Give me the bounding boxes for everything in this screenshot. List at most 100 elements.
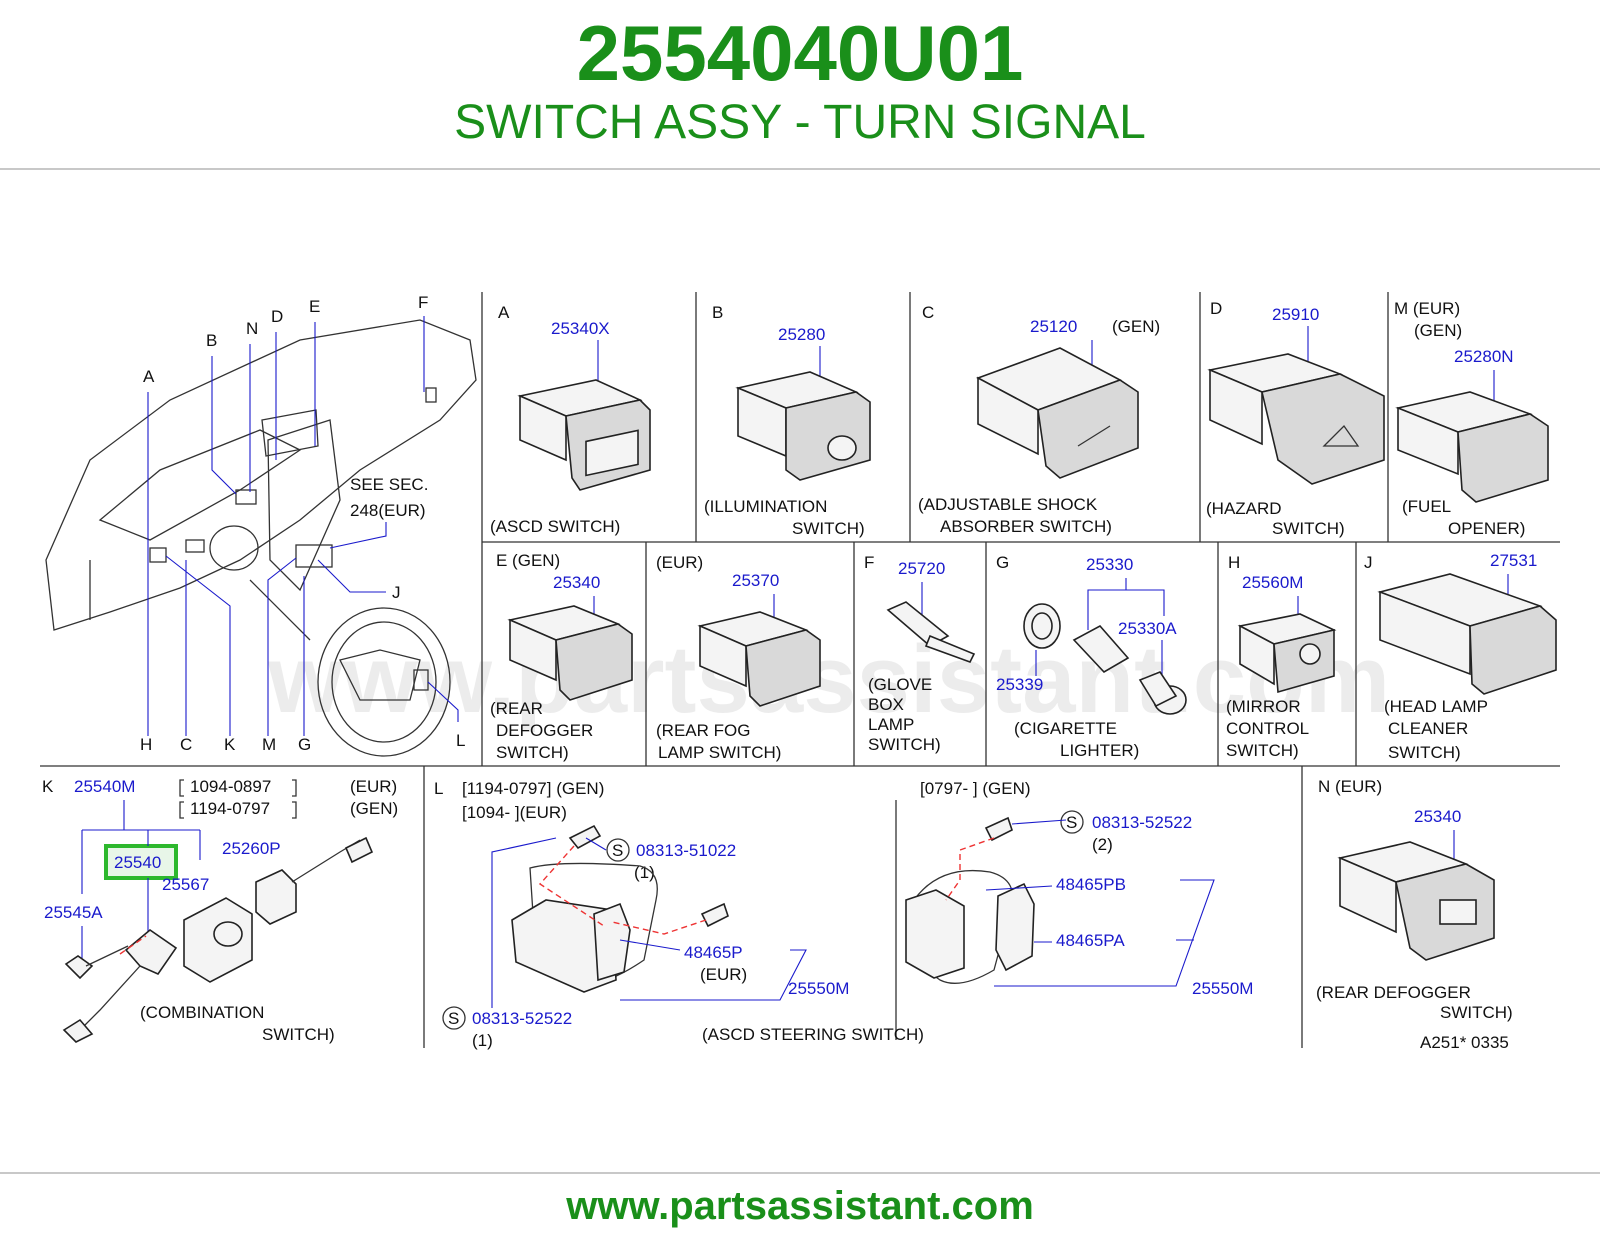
panel-b: B 25280 (ILLUMINATION SWITCH)	[704, 303, 871, 538]
panel-n-caption1: (REAR DEFOGGER	[1316, 983, 1471, 1002]
panel-m-caption2: OPENER)	[1448, 519, 1525, 538]
panel-j: J 27531 (HEAD LAMP CLEANER SWITCH)	[1364, 551, 1557, 762]
panel-e-caption1: (REAR	[490, 699, 543, 718]
panel-d-letter: D	[1210, 299, 1222, 318]
panel-l-s2: S	[448, 1009, 459, 1028]
panel-l-part6[interactable]: 48465PB	[1056, 875, 1126, 894]
overview-callouts: A B N D E F H C K M G L J SEE SEC. 248(E…	[140, 293, 465, 754]
callout-d: D	[271, 307, 283, 326]
panel-j-caption2: CLEANER	[1388, 719, 1468, 738]
panel-h-caption3: SWITCH)	[1226, 741, 1299, 760]
see-sec-line1: SEE SEC.	[350, 475, 428, 494]
panel-f: F 25720 (GLOVE BOX LAMP SWITCH)	[864, 553, 976, 754]
panel-k-caption2: SWITCH)	[262, 1025, 335, 1044]
panel-k: K 25540M 1094-0897 1194-0797 (EUR) (GEN)…	[42, 777, 398, 1044]
panel-eur-part[interactable]: 25370	[732, 571, 779, 590]
see-sec-line2: 248(EUR)	[350, 501, 426, 520]
panel-g-part2[interactable]: 25330A	[1118, 619, 1177, 638]
panel-l-s1: S	[612, 841, 623, 860]
panel-b-part[interactable]: 25280	[778, 325, 825, 344]
panel-e-part[interactable]: 25340	[553, 573, 600, 592]
panel-l-part5[interactable]: 08313-52522	[1092, 813, 1192, 832]
panel-k-market2: (GEN)	[350, 799, 398, 818]
panel-l-part8[interactable]: 25550M	[1192, 979, 1253, 998]
panel-m-caption1: (FUEL	[1402, 497, 1451, 516]
panel-k-letter: K	[42, 777, 54, 796]
panel-k-caption1: (COMBINATION	[140, 1003, 264, 1022]
panel-f-caption1: (GLOVE	[868, 675, 932, 694]
panel-e-letter: E (GEN)	[496, 551, 560, 570]
panel-n: N (EUR) 25340 (REAR DEFOGGER SWITCH) A25…	[1316, 777, 1513, 1052]
panel-k-part4[interactable]: 25567	[162, 875, 209, 894]
page-header: 2554040U01 SWITCH ASSY - TURN SIGNAL	[0, 0, 1600, 168]
callout-m: M	[262, 735, 276, 754]
panel-l-date2: [1094- ](EUR)	[462, 803, 567, 822]
panel-l-part3[interactable]: 25550M	[788, 979, 849, 998]
panel-h-letter: H	[1228, 553, 1240, 572]
callout-l: L	[456, 731, 465, 750]
panel-c-part[interactable]: 25120	[1030, 317, 1077, 336]
panel-l-part2[interactable]: 48465P	[684, 943, 743, 962]
footer-url[interactable]: www.partsassistant.com	[566, 1184, 1034, 1228]
callout-b: B	[206, 331, 217, 350]
panel-h-caption1: (MIRROR	[1226, 697, 1301, 716]
panel-l-caption: (ASCD STEERING SWITCH)	[702, 1025, 924, 1044]
panel-g-part1[interactable]: 25330	[1086, 555, 1133, 574]
panel-g-caption1: (CIGARETTE	[1014, 719, 1117, 738]
panel-c-note: (GEN)	[1112, 317, 1160, 336]
panel-l-qty5: (2)	[1092, 835, 1113, 854]
panel-l-part4[interactable]: 08313-52522	[472, 1009, 572, 1028]
panel-m: M (EUR) (GEN) 25280N (FUEL OPENER)	[1394, 299, 1549, 538]
panel-a: A 25340X (ASCD SWITCH)	[490, 303, 651, 536]
panel-c-caption1: (ADJUSTABLE SHOCK	[918, 495, 1098, 514]
panel-d-part[interactable]: 25910	[1272, 305, 1319, 324]
panel-b-caption1: (ILLUMINATION	[704, 497, 827, 516]
panel-j-caption1: (HEAD LAMP	[1384, 697, 1488, 716]
panel-f-part[interactable]: 25720	[898, 559, 945, 578]
screw-symbol-1	[606, 838, 630, 862]
panel-l-qty4: (1)	[472, 1031, 493, 1050]
highlighted-part-box[interactable]	[104, 844, 178, 880]
callout-k: K	[224, 735, 236, 754]
panel-l-date3: [0797- ] (GEN)	[920, 779, 1031, 798]
panel-grid	[40, 292, 1560, 1048]
panel-l-letter: L	[434, 779, 443, 798]
panel-j-part[interactable]: 27531	[1490, 551, 1537, 570]
panel-k-part3[interactable]: 25260P	[222, 839, 281, 858]
panel-m-part[interactable]: 25280N	[1454, 347, 1514, 366]
callout-c: C	[180, 735, 192, 754]
panel-k-part1[interactable]: 25540M	[74, 777, 135, 796]
panel-h-part[interactable]: 25560M	[1242, 573, 1303, 592]
callout-g: G	[298, 735, 311, 754]
panel-c-caption2: ABSORBER SWITCH)	[940, 517, 1112, 536]
panel-g-caption2: LIGHTER)	[1060, 741, 1139, 760]
panel-k-part2[interactable]: 25540	[114, 853, 161, 872]
panel-eur-caption1: (REAR FOG	[656, 721, 750, 740]
callout-e: E	[309, 297, 320, 316]
panel-h: H 25560M (MIRROR CONTROL SWITCH)	[1226, 553, 1337, 760]
watermark: www.partsassistant.com	[267, 626, 1390, 733]
panel-b-caption2: SWITCH)	[792, 519, 865, 538]
panel-f-caption4: SWITCH)	[868, 735, 941, 754]
dashboard-overview	[45, 319, 477, 757]
panel-l-part1[interactable]: 08313-51022	[636, 841, 736, 860]
panel-b-letter: B	[712, 303, 723, 322]
panel-m-note: (GEN)	[1414, 321, 1462, 340]
panel-g-part3[interactable]: 25339	[996, 675, 1043, 694]
panel-k-part5[interactable]: 25545A	[44, 903, 103, 922]
panel-h-caption2: CONTROL	[1226, 719, 1309, 738]
panel-k-date1: 1094-0897	[190, 777, 271, 796]
panel-d-caption1: (HAZARD	[1206, 499, 1282, 518]
panel-j-caption3: SWITCH)	[1388, 743, 1461, 762]
panel-a-part[interactable]: 25340X	[551, 319, 610, 338]
panel-eur-caption2: LAMP SWITCH)	[658, 743, 781, 762]
panel-l-market2: (EUR)	[700, 965, 747, 984]
part-number: 2554040U01	[576, 9, 1024, 97]
panel-l: L [1194-0797] (GEN) [1094- ](EUR) [0797-…	[434, 779, 1253, 1050]
panel-l-part7[interactable]: 48465PA	[1056, 931, 1125, 950]
panel-n-part[interactable]: 25340	[1414, 807, 1461, 826]
panel-j-letter: J	[1364, 553, 1373, 572]
panel-e-caption2: DEFOGGER	[496, 721, 593, 740]
callout-h: H	[140, 735, 152, 754]
